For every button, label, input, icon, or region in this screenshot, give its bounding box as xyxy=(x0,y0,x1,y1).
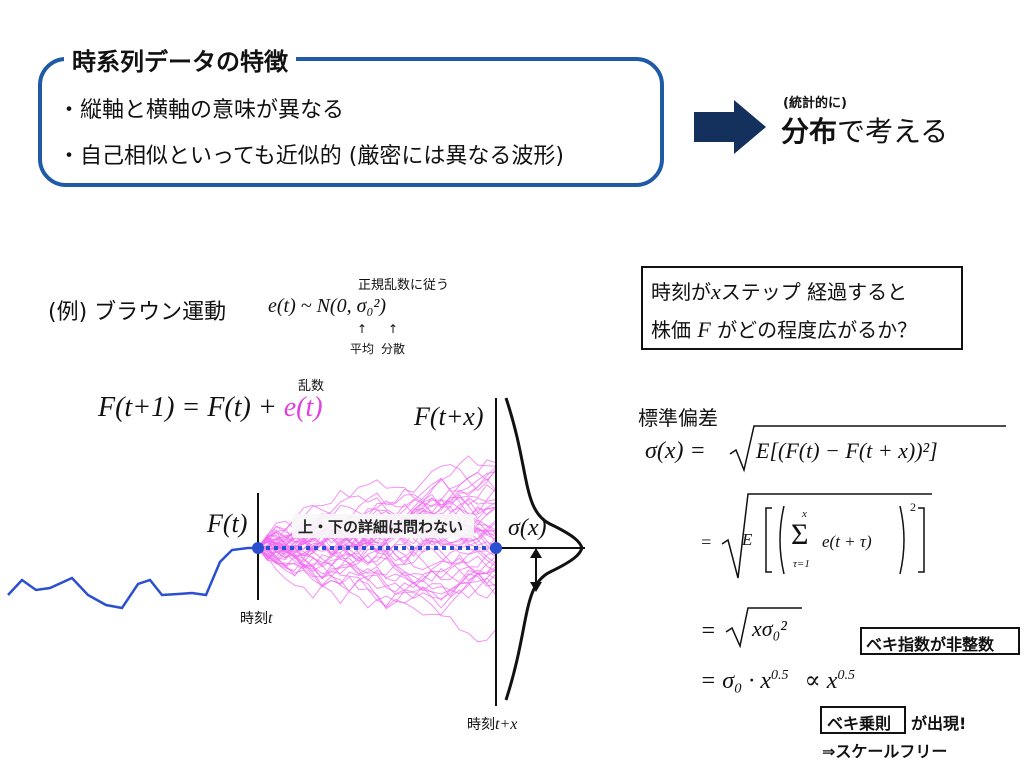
label-sigma: σ(x) xyxy=(508,515,547,541)
sigma-arrow-up xyxy=(530,548,542,558)
conclusion-emphasis: 分布 xyxy=(781,115,838,148)
noise-equation: e(t) ~ N(0, σ₀²) xyxy=(268,295,387,317)
label-time-tx: 時刻t+x xyxy=(467,714,517,734)
time-tx-var: t+x xyxy=(495,716,518,733)
note-variance: 分散 xyxy=(381,342,406,356)
recurrence-equation: F(t+1) = F(t) + e(t) xyxy=(98,392,323,424)
arrow-variance: ↑ xyxy=(388,322,399,336)
eq2-prefix: = xyxy=(700,532,713,552)
random-walk-path xyxy=(257,525,497,599)
note-mean: 平均 xyxy=(350,342,375,356)
time-t-prefix: 時刻 xyxy=(240,611,268,627)
callout-appears: が出現! xyxy=(911,714,967,733)
conclusion-text: 分布で考える xyxy=(781,110,948,150)
time-t-var: t xyxy=(268,610,273,627)
random-walk-path xyxy=(257,526,497,586)
question-line-1: 時刻がxステップ 経過すると xyxy=(651,276,907,305)
end-point xyxy=(490,542,502,554)
eq4-exp: 0.5 xyxy=(771,668,789,683)
question-text-c: 株価 xyxy=(651,318,691,342)
example-label: (例) ブラウン運動 xyxy=(48,300,227,325)
feature-bullet-2: ・自己相似といっても近似的 (厳密には異なる波形) xyxy=(58,144,564,169)
eq4-prop: ∝ x xyxy=(804,668,838,694)
eq2-sum-top: x xyxy=(802,508,807,520)
random-walk-path xyxy=(257,547,497,591)
eq2-sum-symbol: Σ xyxy=(791,518,809,551)
eq2-term: e(t + τ) xyxy=(822,532,872,551)
question-text-a: 時刻が xyxy=(651,280,711,304)
sqrt-sign-2 xyxy=(721,493,932,579)
features-box xyxy=(38,57,664,187)
label-ft: F(t) xyxy=(207,509,248,538)
feature-bullet-1: ・縦軸と横軸の意味が異なる xyxy=(58,98,345,123)
conclusion-small-label: (統計的に) xyxy=(783,96,847,111)
label-ftx: F(t+x) xyxy=(414,402,484,431)
eq4-prop-exp: 0.5 xyxy=(837,668,855,683)
random-walk-path xyxy=(257,543,497,581)
question-text-d: がどの程度広がるか？ xyxy=(717,318,918,342)
history-path xyxy=(7,546,258,610)
time-tx-prefix: 時刻 xyxy=(467,717,495,733)
question-text-b: ステップ 経過すると xyxy=(720,280,908,304)
eq2-sum-bottom: τ=1 xyxy=(793,558,810,570)
random-walk-path xyxy=(257,539,497,616)
banner-bg xyxy=(292,514,474,538)
sigma-definition-lhs: σ(x) = xyxy=(645,438,706,464)
note-normal-random: 正規乱数に従う xyxy=(358,278,450,293)
random-label: 乱数 xyxy=(298,379,325,394)
question-line-2: 株価 F がどの程度広がるか？ xyxy=(651,314,917,343)
recurrence-noise: e(t) xyxy=(283,392,323,423)
sqrt-sign-3 xyxy=(725,607,802,648)
random-walk-path xyxy=(257,455,497,559)
right-arrow-icon xyxy=(694,100,766,154)
eq3-inner: xσ₀² xyxy=(752,616,787,641)
recurrence-lhs: F(t+1) = F(t) + xyxy=(98,392,284,423)
eq2-expectation: E xyxy=(742,530,753,549)
label-time-t: 時刻t xyxy=(240,608,272,628)
sigma-arrow-down xyxy=(530,582,542,592)
question-var-f: F xyxy=(697,317,711,342)
callout-scale-free: ⇒スケールフリー xyxy=(822,742,948,761)
banner-text: 上・下の詳細は問わない xyxy=(298,518,464,536)
sqrt-sign-1 xyxy=(729,425,1006,473)
eq4-text: = σ₀ · x xyxy=(700,668,772,694)
callout-power-nonint: ベキ指数が非整数 xyxy=(866,635,995,654)
arrow-mean: ↑ xyxy=(357,322,368,336)
normal-distribution-curve xyxy=(504,397,584,701)
question-box xyxy=(641,266,963,350)
std-heading: 標準偏差 xyxy=(638,406,718,430)
brownian-diagram xyxy=(7,397,585,706)
conclusion-rest: で考える xyxy=(837,115,949,148)
callout-power-law: ベキ乗則 xyxy=(827,714,892,733)
eq2-exponent: 2 xyxy=(910,500,916,514)
features-title: 時系列データの特徴 xyxy=(64,42,296,77)
callout-power-law-box xyxy=(820,706,906,734)
eq4-main: = σ₀ · x0.5 ∝ x0.5 xyxy=(700,666,855,695)
eq3-prefix: = xyxy=(700,618,717,644)
sigma-definition-inner: E[(F(t) − F(t + x))²] xyxy=(756,438,938,463)
question-var-x: x xyxy=(711,279,721,304)
start-point xyxy=(252,542,264,554)
random-walk-path xyxy=(257,532,497,596)
callout-power-nonint-box xyxy=(860,627,1020,655)
